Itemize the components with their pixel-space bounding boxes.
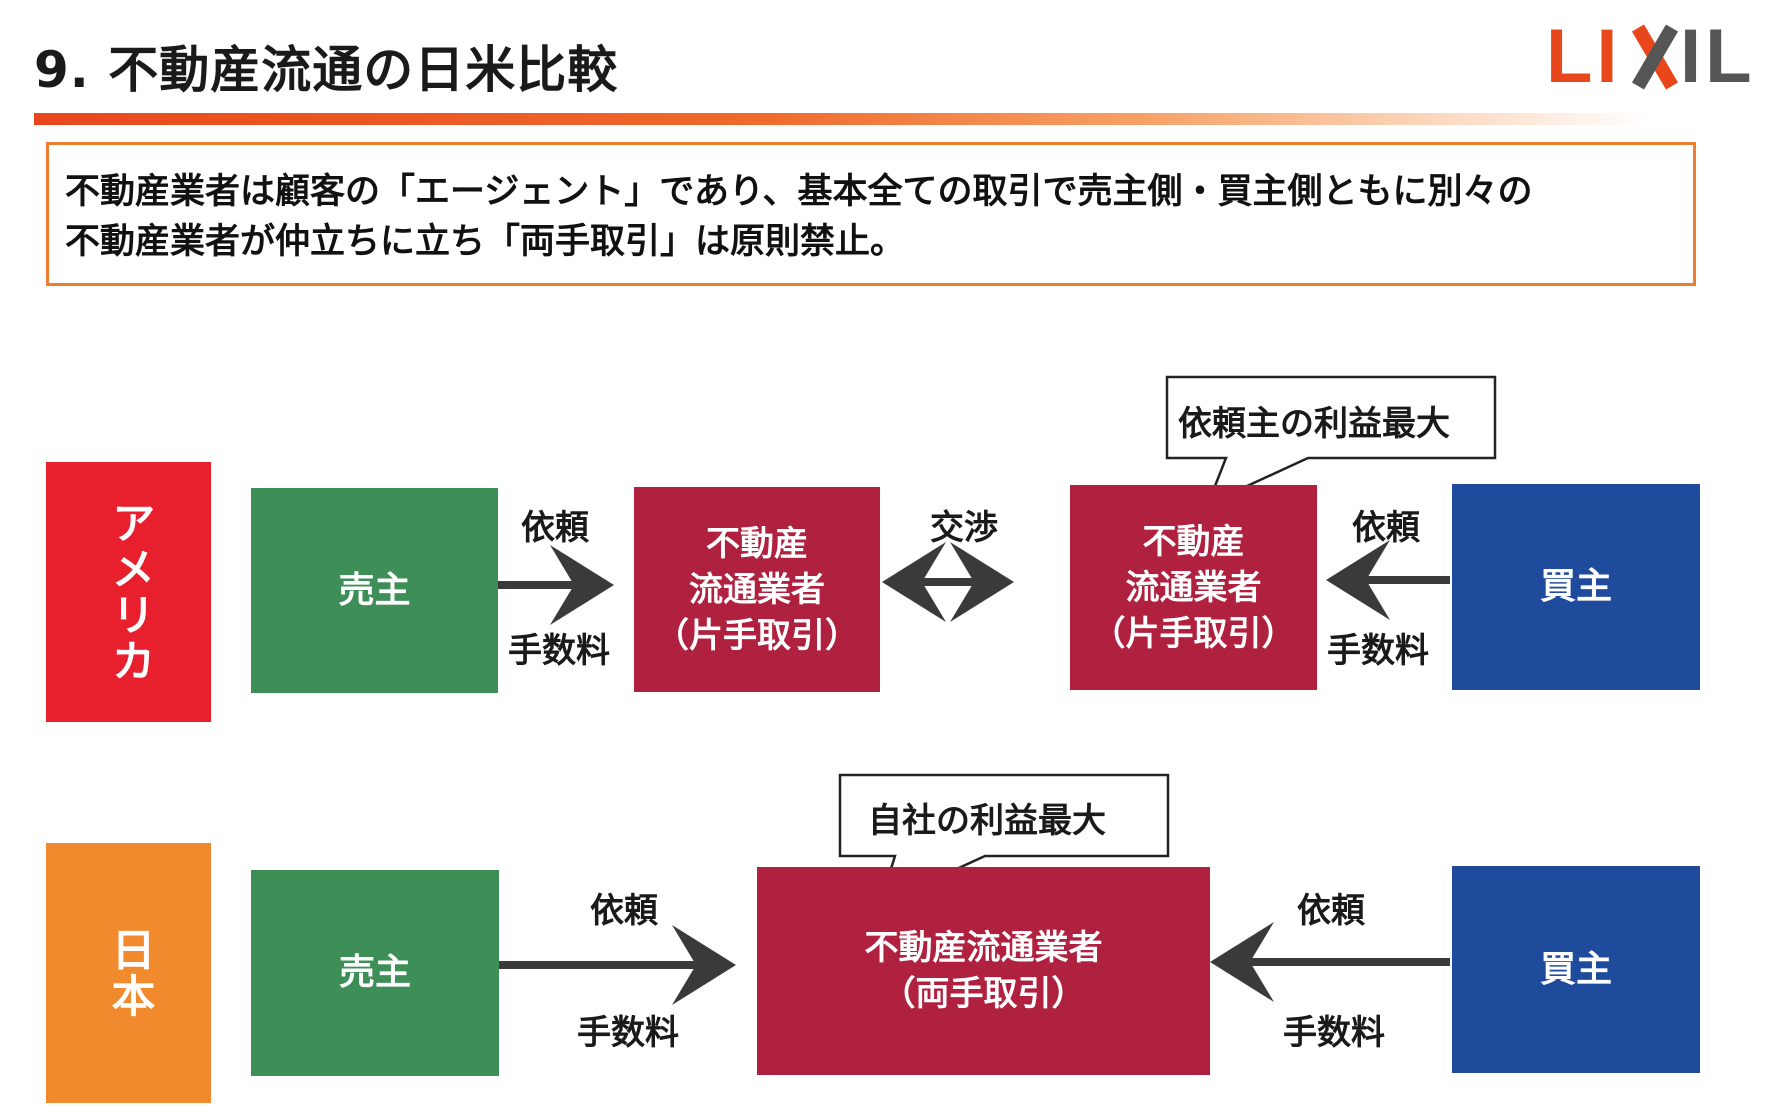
japan-request-right-label: 依頼 (1297, 891, 1365, 931)
japan-buyer-box: 買主 (1452, 866, 1700, 1073)
summary-box: 不動産業者は顧客の「エージェント」であり、基本全ての取引で売主側・買主側ともに別… (46, 142, 1696, 286)
summary-text: 不動産業者は顧客の「エージェント」であり、基本全ての取引で売主側・買主側ともに別… (65, 167, 1685, 267)
japan-buyer-label: 買主 (1539, 948, 1612, 990)
usa-negotiation-label: 交渉 (930, 508, 998, 548)
usa-callout-bubble (1165, 375, 1497, 507)
japan-seller-label: 売主 (338, 952, 411, 993)
usa-seller-agent-line-3: （片手取引） (655, 615, 859, 656)
japan-request-left-label: 依頼 (590, 891, 658, 931)
japan-agent-box: 不動産流通業者 （両手取引） (757, 867, 1210, 1075)
usa-seller-agent-box: 不動産 流通業者 （片手取引） (634, 487, 880, 692)
usa-seller-agent-line-2: 流通業者 (689, 569, 825, 610)
usa-fee-left-label: 手数料 (508, 631, 610, 671)
usa-request-right-label: 依頼 (1352, 508, 1420, 548)
usa-fee-right-label: 手数料 (1327, 631, 1429, 671)
japan-fee-right-label: 手数料 (1283, 1013, 1385, 1053)
country-usa-label: アメリカ (103, 500, 155, 684)
summary-line-2: 不動産業者が仲立ちに立ち「両手取引」は原則禁止。 (65, 222, 906, 262)
usa-request-left-label: 依頼 (521, 508, 589, 548)
usa-buyer-label: 買主 (1539, 566, 1612, 607)
usa-buyer-agent-box: 不動産 流通業者 （片手取引） (1070, 485, 1317, 690)
country-japan: 日本 (46, 843, 211, 1103)
svg-text:LI: LI (1546, 16, 1622, 96)
usa-buyer-agent-line-1: 不動産 (1142, 521, 1245, 562)
lixil-logo: LI IL (1546, 16, 1756, 96)
usa-buyer-agent-line-2: 流通業者 (1125, 567, 1262, 608)
usa-buyer-box: 買主 (1452, 484, 1700, 690)
usa-seller-agent-line-1: 不動産 (706, 523, 808, 564)
japan-callout-text: 自社の利益最大 (868, 801, 1106, 841)
usa-buyer-agent-line-3: （片手取引） (1091, 613, 1296, 654)
japan-fee-left-label: 手数料 (577, 1013, 679, 1053)
usa-seller-box: 売主 (251, 488, 498, 693)
japan-agent-line-2: （両手取引） (881, 974, 1086, 1014)
page-title: 9. 不動産流通の日米比較 (34, 41, 619, 99)
summary-line-1: 不動産業者は顧客の「エージェント」であり、基本全ての取引で売主側・買主側ともに別… (65, 172, 1533, 212)
usa-seller-label: 売主 (338, 569, 411, 611)
country-japan-label: 日本 (103, 927, 155, 1019)
japan-seller-box: 売主 (251, 870, 499, 1076)
svg-text:IL: IL (1680, 16, 1756, 96)
japan-agent-line-1: 不動産流通業者 (864, 928, 1103, 968)
title-underline (34, 113, 1649, 125)
usa-callout-text: 依頼主の利益最大 (1178, 404, 1450, 444)
country-usa: アメリカ (46, 462, 211, 722)
